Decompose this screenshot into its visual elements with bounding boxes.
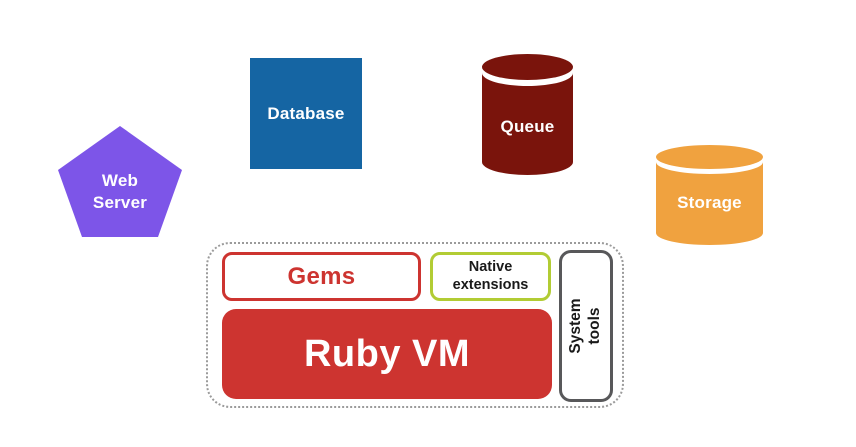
native-extensions-label: Native extensions [452,258,529,293]
cylinder-top [656,145,763,169]
storage-label: Storage [677,193,742,212]
gems-box: Gems [222,252,421,301]
ruby-vm-box: Ruby VM [222,309,552,399]
database-label: Database [267,103,345,123]
pentagon-icon [58,126,182,237]
system-tools-label: System tools [567,298,603,354]
ruby-vm-label: Ruby VM [303,332,471,375]
cylinder-body [656,162,763,245]
queue-label: Queue [500,116,555,136]
storage-node: Storage [656,145,763,245]
gems-label: Gems [287,262,356,290]
cylinder-icon [656,145,763,245]
system-tools-box: System tools [559,250,613,402]
runtime-group: Gems Native extensions System tools Ruby… [206,242,624,408]
database-node: Database [250,58,362,169]
cylinder-icon [482,54,573,175]
pentagon-shape [58,126,182,237]
web-server-label: Web Server [92,170,148,212]
cylinder-top [482,54,573,80]
native-extensions-box: Native extensions [430,252,551,301]
queue-node: Queue [482,54,573,175]
web-server-node: Web Server [58,126,182,237]
cylinder-body [482,73,573,175]
